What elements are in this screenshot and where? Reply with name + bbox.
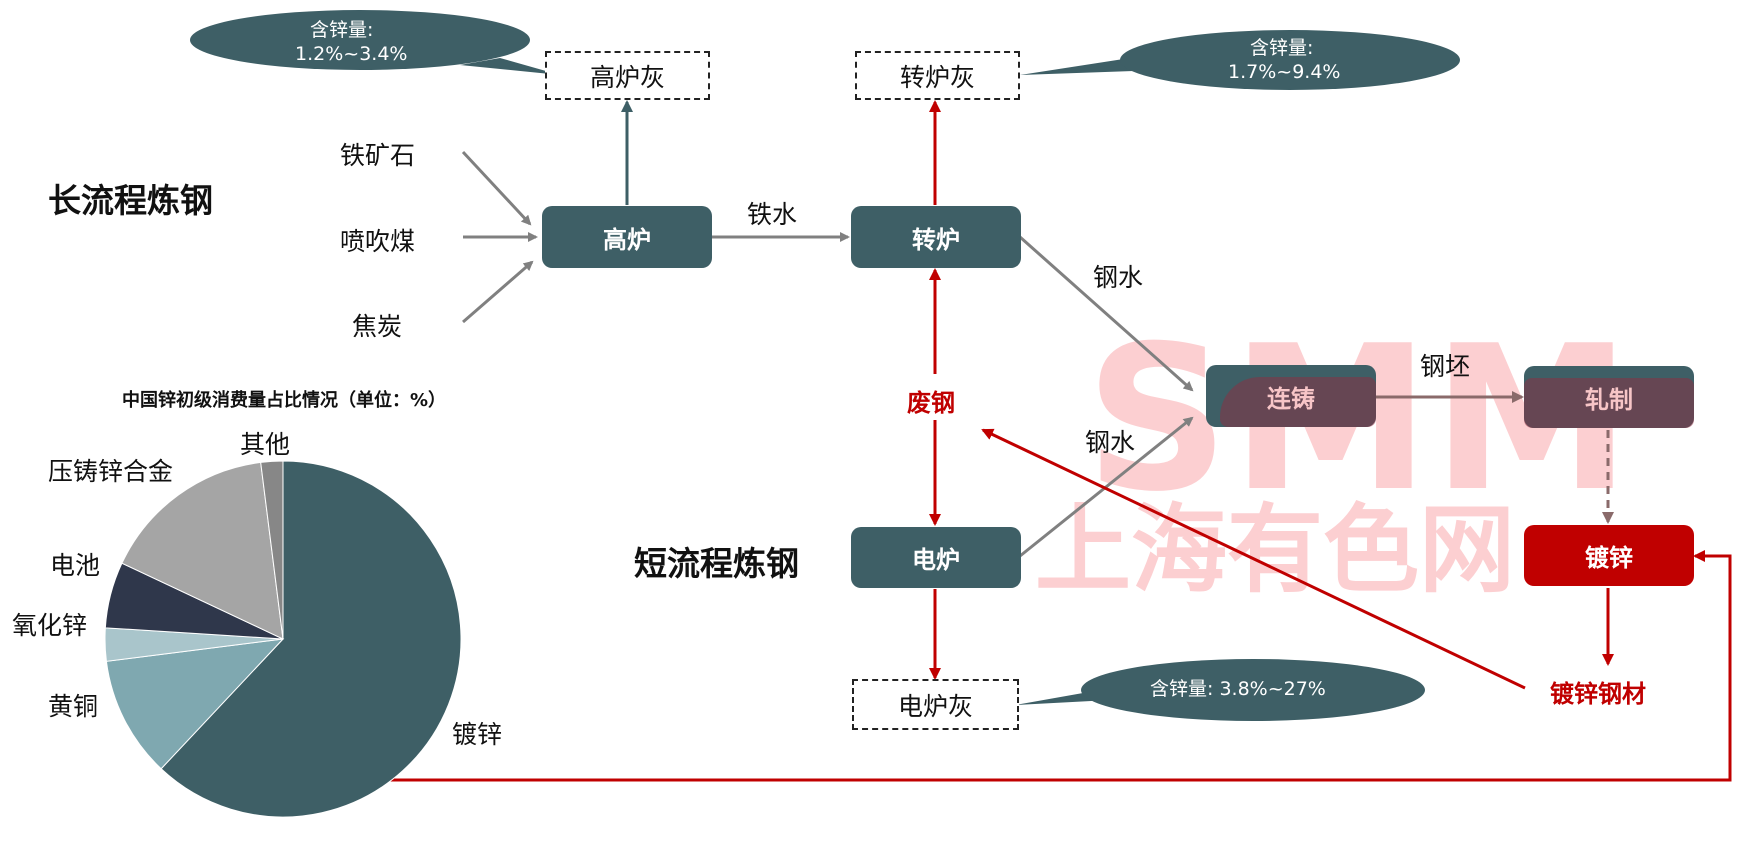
pie-label-brass: 黄铜 [48,692,99,721]
input-coke: 焦炭 [352,312,403,341]
label-molten-steel-long: 钢水 [1093,263,1144,292]
node-rolling-label: 轧制 [1585,385,1633,414]
label-scrap-steel: 废钢 [907,389,955,417]
label-galvanized-steel: 镀锌钢材 [1550,680,1646,708]
pie-chart [104,460,462,818]
casting-tint [1220,377,1376,427]
node-casting-label: 连铸 [1267,384,1315,413]
pie-slice-5 [260,460,284,640]
bubble-converter-dust-body [1120,30,1460,90]
box-bf-dust[interactable]: 高炉灰 [545,51,710,100]
input-pci-coal: 喷吹煤 [340,227,416,256]
label-molten-steel-short: 钢水 [1085,428,1136,457]
bubble-converter-dust-label: 含锌量: [1250,37,1314,59]
rolling-tint [1524,378,1694,428]
pie-label-galvanizing: 镀锌 [452,720,503,749]
node-eaf[interactable]: 电炉 [851,527,1021,588]
bubble-bf-dust-value: 1.2%~3.4% [295,43,408,65]
node-converter[interactable]: 转炉 [851,206,1021,268]
arrow-converter-to-casting [1019,235,1194,392]
pie-label-diecast: 压铸锌合金 [48,457,174,486]
pie-slice-1 [105,638,285,770]
arrow-product-to-scrap [981,428,1526,690]
pie-title: 中国锌初级消费量占比情况（单位：%） [122,390,447,411]
long-process-title: 长流程炼钢 [48,181,213,220]
input-iron-ore: 铁矿石 [340,141,416,170]
node-blast-furnace[interactable]: 高炉 [542,206,712,268]
bubble-bf-dust-label: 含锌量: [310,19,374,41]
node-casting[interactable]: 连铸 [1206,365,1376,427]
node-rolling[interactable]: 轧制 [1524,366,1694,428]
pie-label-zinc-oxide: 氧化锌 [12,611,88,640]
short-process-title: 短流程炼钢 [634,544,799,583]
bubble-eaf-dust-value: 含锌量: 3.8%~27% [1150,678,1326,700]
label-hot-metal: 铁水 [747,200,798,229]
bubble-bf-dust [460,58,560,75]
bubble-eaf-dust-body [1081,659,1425,721]
pie-label-battery: 电池 [50,551,101,580]
bubble-bf-dust-body [190,10,530,70]
bubble-converter-dust-value: 1.7%~9.4% [1228,61,1341,83]
arrow-pie-to-galvanizing [365,550,1732,782]
label-billet: 钢坯 [1420,352,1471,381]
pie-slice-0 [160,460,462,818]
pie-slice-4 [121,461,284,640]
box-converter-dust[interactable]: 转炉灰 [855,51,1020,100]
arrow-coke-to-bf [462,260,534,324]
pie-label-other: 其他 [240,430,291,459]
box-eaf-dust[interactable]: 电炉灰 [852,679,1019,730]
node-galvanizing[interactable]: 镀锌 [1524,525,1694,586]
arrow-ore-to-bf [461,150,532,226]
